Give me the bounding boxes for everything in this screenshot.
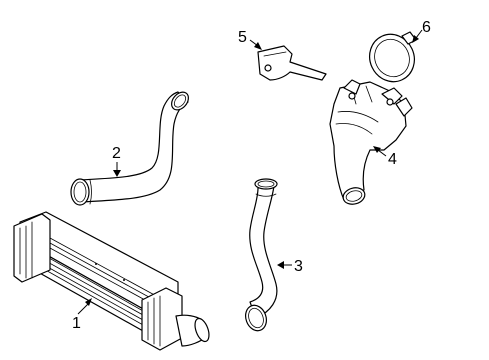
callout-4-label: 4	[388, 151, 397, 168]
clamp-6-band	[369, 33, 415, 83]
intercooler-rivet	[95, 263, 97, 265]
callout-6-arrow	[412, 35, 419, 43]
hose-clamp	[369, 31, 417, 83]
callout-2-label: 2	[112, 145, 121, 162]
callout-3-label: 3	[294, 258, 303, 275]
pipe-4-bolt	[386, 98, 394, 106]
bracket-5-hole	[264, 64, 272, 72]
intercooler	[13, 211, 210, 351]
callout-4-leader	[377, 149, 387, 157]
bracket	[257, 45, 327, 81]
callout-2-arrow	[113, 170, 121, 177]
hose-3-end-bottom	[245, 304, 267, 332]
intake-hose-upper	[70, 91, 189, 206]
pipe-4-fitting	[343, 79, 361, 95]
callout-4: 4	[373, 146, 397, 168]
callout-5: 5	[238, 29, 262, 50]
callout-3: 3	[277, 258, 303, 275]
callout-4-arrow	[373, 146, 381, 153]
callout-2: 2	[112, 145, 121, 177]
intercooler-rivet	[123, 279, 125, 281]
pipe-4-fitting	[395, 97, 413, 117]
callout-6-label: 6	[422, 19, 431, 36]
callout-1-label: 1	[72, 315, 81, 332]
intercooler-outlet-opening	[194, 317, 210, 343]
hose-2-body	[79, 91, 189, 203]
intake-hose-lower	[245, 178, 278, 332]
callout-5-arrow	[254, 42, 262, 50]
callout-1: 1	[72, 298, 92, 332]
hose-3-body	[249, 185, 278, 319]
callout-5-label: 5	[238, 29, 247, 46]
callout-1-arrow	[85, 298, 92, 306]
callout-6-leader	[415, 29, 423, 39]
callout-3-arrow	[277, 261, 284, 269]
pipe-4-bolt	[348, 92, 356, 100]
bracket-5-body	[257, 45, 327, 81]
callout-6: 6	[412, 19, 431, 43]
hose-2-end-b	[171, 91, 189, 111]
intake-pipe-assembly	[329, 79, 413, 205]
